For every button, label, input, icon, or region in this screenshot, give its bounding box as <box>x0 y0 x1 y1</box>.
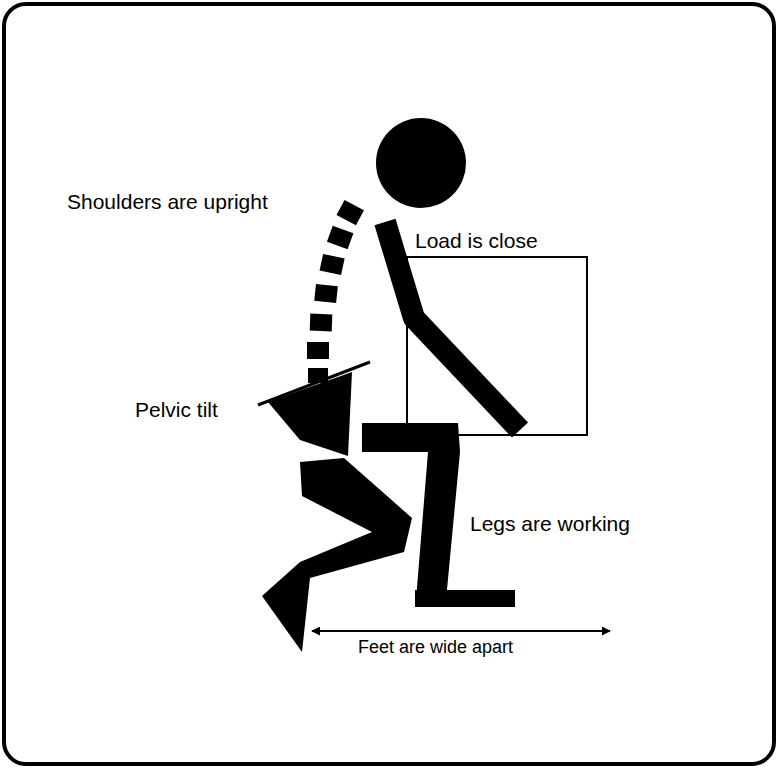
head-circle <box>376 118 466 208</box>
arm <box>385 222 520 430</box>
width-arrow <box>312 630 610 632</box>
pelvis <box>268 372 352 456</box>
callout-label: Pelvic tilt <box>135 398 218 421</box>
back-leg <box>262 458 412 652</box>
callout-label: Feet are wide apart <box>358 638 513 658</box>
callout-label: Legs are working <box>470 512 630 535</box>
front-foot <box>415 590 515 607</box>
spine-segments <box>307 200 364 383</box>
callout-label: Load is close <box>415 229 538 252</box>
callout-label: Shoulders are upright <box>67 190 268 213</box>
frame-border <box>4 4 774 764</box>
